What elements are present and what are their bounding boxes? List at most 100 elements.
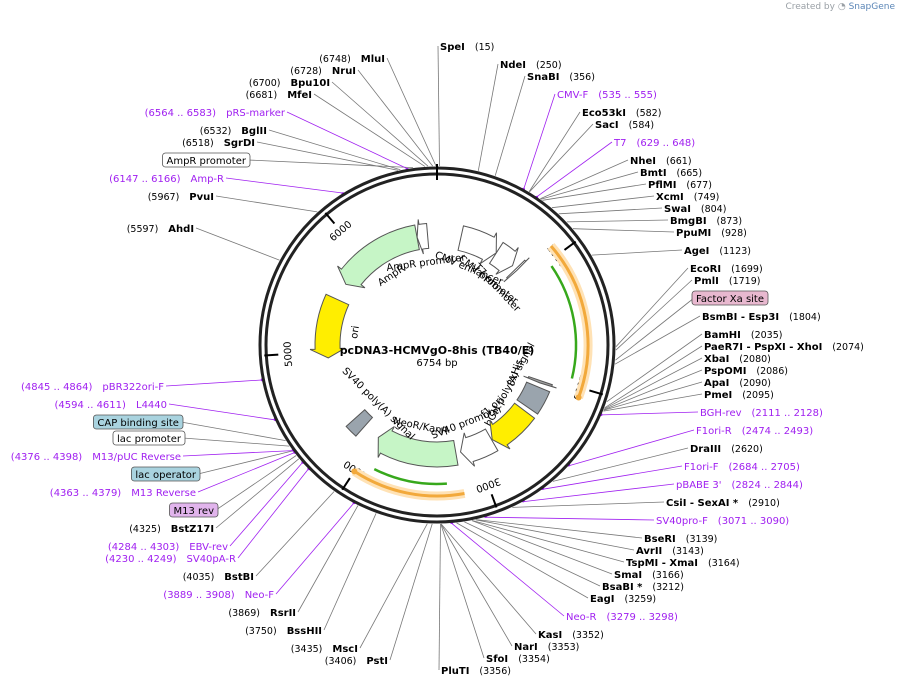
site-pluti[interactable]: PluTI(3356) [441, 666, 511, 677]
site-m13-rev[interactable]: M13 rev [169, 502, 219, 518]
feature-ori[interactable]: ori [309, 293, 362, 359]
site-draiii[interactable]: DraIII(2620) [690, 444, 763, 455]
site-saci[interactable]: SacI(584) [595, 120, 654, 131]
tick-mark [490, 493, 498, 508]
site-bmgbi[interactable]: BmgBI(873) [670, 216, 742, 227]
site-swai[interactable]: SwaI(804) [664, 204, 726, 215]
site-bstbi[interactable]: BstBI(4035) [183, 572, 254, 583]
primer-sv40pa-r[interactable]: SV40pA-R(4230 .. 4249) [105, 554, 236, 565]
leader-line [256, 141, 399, 171]
label-name: CsiI - SexAI * [666, 498, 739, 509]
label-position: (2684 .. 2705) [729, 462, 801, 473]
leader-line [438, 523, 441, 671]
site-csii-sexai-[interactable]: CsiI - SexAI *(2910) [666, 498, 780, 509]
site-ppumi[interactable]: PpuMI(928) [676, 228, 747, 239]
site-xcmi[interactable]: XcmI(749) [656, 192, 719, 203]
site-bsshii[interactable]: BssHII(3750) [245, 626, 322, 637]
primer-l4440[interactable]: L4440(4594 .. 4611) [55, 400, 168, 411]
label-name: BGH-rev [700, 408, 742, 419]
feature-label-box [169, 502, 219, 518]
site-mfei[interactable]: MfeI(6681) [246, 90, 312, 101]
primer-sv40pro-f[interactable]: SV40pro-F(3071 .. 3090) [656, 516, 789, 527]
leader-line [566, 219, 669, 223]
primer-prs-marker[interactable]: pRS-marker(6564 .. 6583) [145, 108, 286, 119]
site-msci[interactable]: MscI(3435) [291, 644, 358, 655]
site-eagi[interactable]: EagI(3259) [590, 594, 656, 605]
feature-label-box [93, 414, 184, 430]
site-bseri[interactable]: BseRI(3139) [644, 534, 717, 545]
site-bglii[interactable]: BglII(6532) [200, 126, 267, 137]
site-ecori[interactable]: EcoRI(1699) [690, 264, 763, 275]
site-psti[interactable]: PstI(3406) [325, 656, 388, 667]
site-xbai[interactable]: XbaI(2080) [704, 354, 771, 365]
label-name: BstBI [224, 572, 254, 583]
leader-line [180, 421, 286, 441]
leader-line [437, 45, 440, 167]
site-sgrdi[interactable]: SgrDI(6518) [182, 138, 255, 149]
site-pmei[interactable]: PmeI(2095) [704, 390, 774, 401]
primer-m13-puc-reverse[interactable]: M13/pUC Reverse(4376 .. 4398) [11, 452, 181, 463]
primer-pbabe-3-[interactable]: pBABE 3'(2824 .. 2844) [676, 480, 803, 491]
site-bsabi-[interactable]: BsaBI *(3212) [602, 582, 684, 593]
primer-pbr322ori-f[interactable]: pBR322ori-F(4845 .. 4864) [21, 382, 164, 393]
site-cap-binding-site[interactable]: CAP binding site [93, 414, 184, 430]
site-sfoi[interactable]: SfoI(3354) [486, 654, 550, 665]
site-bsmbi-esp3i[interactable]: BsmBI - Esp3I(1804) [702, 312, 821, 323]
site-ahdi[interactable]: AhdI(5597) [127, 224, 194, 235]
primer-m13-reverse[interactable]: M13 Reverse(4363 .. 4379) [50, 488, 196, 499]
feature-shape [488, 241, 519, 275]
credit-prefix: Created by [785, 2, 835, 12]
label-position: (2086) [756, 366, 788, 377]
label-position: (2035) [751, 330, 783, 341]
primer-amp-r[interactable]: Amp-R(6147 .. 6166) [109, 174, 224, 185]
site-snabi[interactable]: SnaBI(356) [527, 72, 595, 83]
site-nari[interactable]: NarI(3353) [514, 642, 579, 653]
feature-sv40-poly-a-signal[interactable]: SV40 poly(A) signal [340, 366, 417, 443]
site-ampr-promoter[interactable]: AmpR promoter [162, 152, 251, 168]
site-pflmi[interactable]: PflMI(677) [648, 180, 712, 191]
label-position: (3889 .. 3908) [163, 590, 235, 601]
site-pvui[interactable]: PvuI(5967) [148, 192, 214, 203]
site-spei[interactable]: SpeI(15) [440, 42, 494, 53]
site-bstz17i[interactable]: BstZ17I(4325) [129, 524, 214, 535]
site-apai[interactable]: ApaI(2090) [704, 378, 771, 389]
leader-line [569, 429, 695, 466]
site-factor-xa-site[interactable]: Factor Xa site [691, 290, 769, 306]
leader-line [540, 159, 629, 200]
site-bamhi[interactable]: BamHI(2035) [704, 330, 782, 341]
site-pmli[interactable]: PmlI(1719) [694, 276, 760, 287]
label-name: MfeI [287, 90, 312, 101]
primer-neo-r[interactable]: Neo-R(3279 .. 3298) [566, 612, 678, 623]
feature-ampr[interactable]: AmpR [337, 224, 420, 289]
label-position: (804) [701, 204, 727, 215]
feature-shape [503, 257, 530, 283]
site-eco53ki[interactable]: Eco53kI(582) [582, 108, 661, 119]
site-nhei[interactable]: NheI(661) [630, 156, 692, 167]
site-pspomi[interactable]: PspOMI(2086) [704, 366, 788, 377]
primer-neo-f[interactable]: Neo-F(3889 .. 3908) [163, 590, 274, 601]
primer-f1ori-f[interactable]: F1ori-F(2684 .. 2705) [684, 462, 800, 473]
site-lac-operator[interactable]: lac operator [130, 466, 201, 482]
primer-cmv-f[interactable]: CMV-F(535 .. 555) [557, 90, 657, 101]
site-ndei[interactable]: NdeI(250) [500, 60, 562, 71]
site-paer7i-pspxi-xhoi[interactable]: PaeR7I - PspXI - XhoI(2074) [704, 342, 864, 353]
site-avrii[interactable]: AvrII(3143) [636, 546, 704, 557]
label-name: AhdI [168, 224, 194, 235]
primer-ebv-rev[interactable]: EBV-rev(4284 .. 4303) [108, 542, 228, 553]
site-nrui[interactable]: NruI(6728) [290, 66, 356, 77]
primer-bgh-rev[interactable]: BGH-rev (2111 .. 2128) [700, 408, 823, 419]
leader-line [494, 75, 526, 176]
site-tspmi-xmai[interactable]: TspMI - XmaI(3164) [626, 558, 740, 569]
site-kasi[interactable]: KasI(3352) [538, 630, 604, 641]
site-smai[interactable]: SmaI(3166) [614, 570, 684, 581]
label-position: (2111 .. 2128) [752, 408, 824, 419]
site-bpu10i[interactable]: Bpu10I(6700) [249, 78, 330, 89]
site-rsrii[interactable]: RsrII(3869) [228, 608, 296, 619]
site-lac-promoter[interactable]: lac promoter [112, 430, 186, 446]
primer-t7[interactable]: T7(629 .. 648) [613, 138, 695, 149]
label-name: XbaI [704, 354, 729, 365]
site-agei[interactable]: AgeI(1123) [684, 246, 751, 257]
primer-f1ori-r[interactable]: F1ori-R(2474 .. 2493) [696, 426, 813, 437]
site-mlui[interactable]: MluI(6748) [319, 54, 385, 65]
site-bmti[interactable]: BmtI(665) [640, 168, 702, 179]
